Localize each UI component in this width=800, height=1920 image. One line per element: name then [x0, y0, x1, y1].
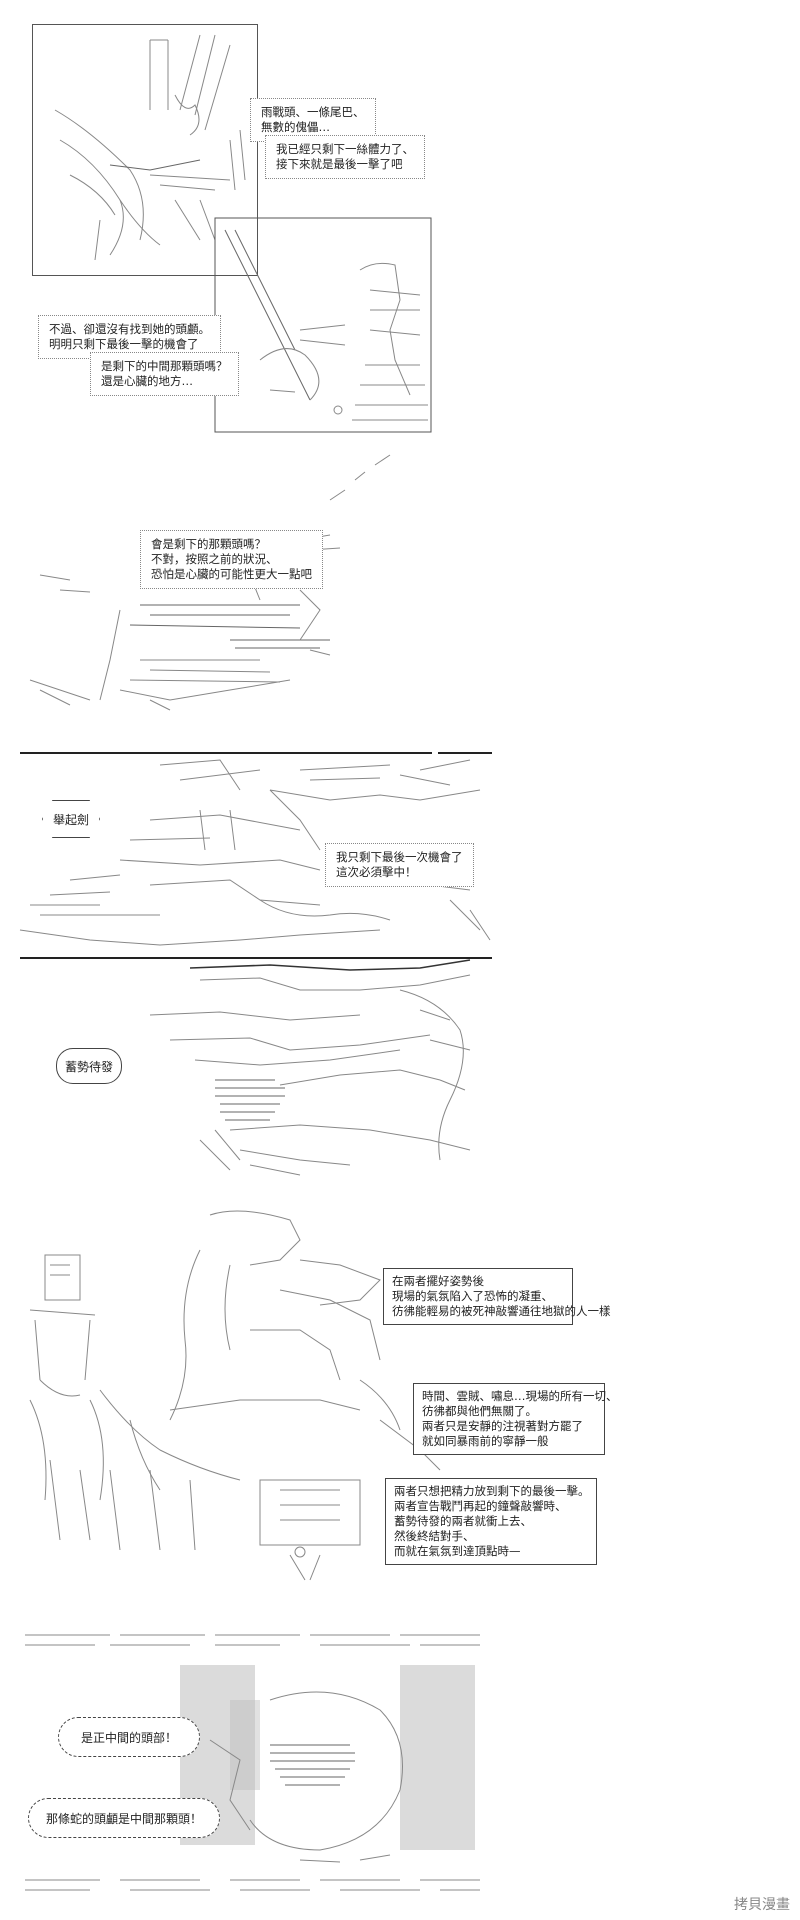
narration-box-2: 時間、雲賊、嘯息…現場的所有一切、 彷彿都與他們無關了。 兩者只是安靜的注視著對…	[413, 1383, 618, 1455]
shout-bubble-1: 是正中間的頭部！	[58, 1717, 200, 1757]
speech-bubble-3: 我只剩下最後一次機會了 這次必須擊中！	[325, 843, 474, 887]
narration-box-1: 在兩者擺好姿勢後 現場的氣氛陷入了恐怖的凝重、 彷彿能輕易的被死神敲響通往地獄的…	[383, 1268, 611, 1325]
shout-bubble-2: 那條蛇的頭顱是中間那顆頭！	[28, 1798, 220, 1838]
panel-1-frame	[32, 24, 258, 276]
narration-box-3: 兩者只想把精力放到剩下的最後一擊。 兩者宣告戰鬥再起的鐘聲敲響時、 蓄勢待發的兩…	[385, 1478, 597, 1565]
panel-2-art	[29, 454, 391, 711]
speech-bubble-1b: 我已經只剩下一絲體力了、 接下來就是最後一擊了吧	[265, 135, 425, 179]
sfx-ready-to-strike: 蓄勢待發	[56, 1048, 122, 1084]
panel-6-art	[25, 1634, 480, 1891]
panel-4-art	[149, 959, 471, 1176]
panel-5-art	[29, 1210, 441, 1581]
panel-1b-art	[224, 229, 428, 421]
site-watermark: 拷貝漫畫	[734, 1897, 790, 1913]
sfx-raise-sword: 舉起劍	[42, 800, 100, 838]
speech-bubble-1a: 雨戰頭、一條尾巴、 無數的傀儡…	[250, 98, 376, 142]
speech-bubble-1d: 是剩下的中間那顆頭嗎？ 還是心臟的地方…	[90, 352, 239, 396]
panel-1-art	[54, 34, 246, 261]
speech-bubble-2: 會是剩下的那顆頭嗎？ 不對，按照之前的狀況、 恐怕是心臟的可能性更大一點吧	[140, 530, 323, 589]
